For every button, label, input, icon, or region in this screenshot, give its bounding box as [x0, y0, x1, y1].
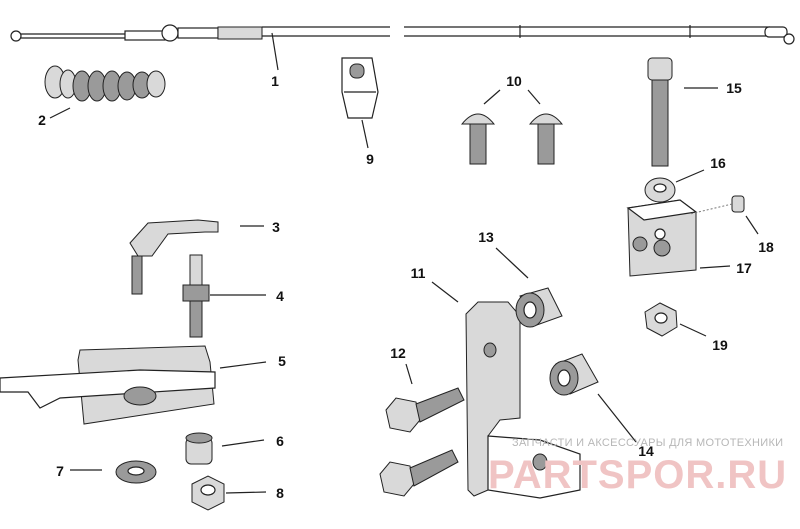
part-15-bolt — [647, 57, 673, 167]
callout-8: 8 — [276, 485, 284, 501]
callout-14: 14 — [638, 443, 654, 459]
callout-1: 1 — [271, 73, 279, 89]
callout-6: 6 — [276, 433, 284, 449]
callout-5: 5 — [278, 353, 286, 369]
watermark-site: PARTSPOR.RU — [488, 453, 787, 497]
part-10-screws — [460, 113, 564, 165]
part-13-bushing — [515, 287, 563, 328]
callout-7: 7 — [56, 463, 64, 479]
callout-12: 12 — [390, 345, 406, 361]
part-3-linkage-arm — [129, 219, 219, 295]
part-5-bracket-plate — [0, 345, 216, 425]
part-18-set-screw — [689, 195, 745, 215]
part-9-clamp — [341, 57, 379, 119]
callout-19: 19 — [712, 337, 728, 353]
callout-13: 13 — [478, 229, 494, 245]
callout-17: 17 — [736, 260, 752, 276]
part-19-nut — [644, 302, 678, 337]
part-14-bushing — [549, 353, 599, 396]
part-6-spacer — [185, 432, 213, 465]
callout-3: 3 — [272, 219, 280, 235]
part-4-pivot-stud — [182, 254, 210, 338]
watermark-tagline: ЗАПЧАСТИ И АКСЕССУАРЫ ДЛЯ МОТОТЕХНИКИ — [512, 437, 783, 449]
part-12-hex-bolts — [379, 387, 465, 497]
callout-2: 2 — [38, 112, 46, 128]
callout-16: 16 — [710, 155, 726, 171]
part-1-control-cable — [10, 24, 795, 45]
callout-9: 9 — [366, 151, 374, 167]
part-2-boot — [44, 65, 166, 102]
callout-15: 15 — [726, 80, 742, 96]
callout-18: 18 — [758, 239, 774, 255]
watermark: ЗАПЧАСТИ И АКСЕССУАРЫ ДЛЯ МОТОТЕХНИКИ PA… — [488, 437, 787, 497]
callout-labels: 1 2 3 4 5 6 7 8 9 10 11 12 13 14 15 16 1… — [38, 73, 774, 501]
part-11-l-bracket — [465, 301, 581, 499]
leader-lines — [49, 32, 759, 494]
callout-4: 4 — [276, 288, 284, 304]
part-8-nut — [191, 475, 225, 511]
part-16-washer — [644, 177, 676, 203]
part-17-block — [626, 199, 698, 277]
part-7-lock-washer — [115, 460, 157, 484]
callout-10: 10 — [506, 73, 522, 89]
callout-11: 11 — [411, 265, 426, 281]
